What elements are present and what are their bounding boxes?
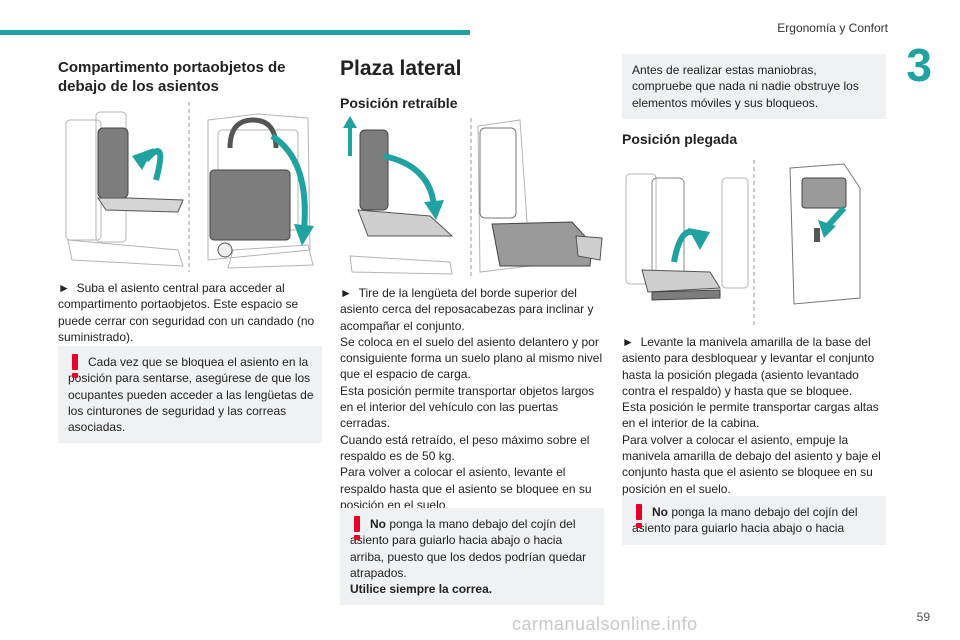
instruction-line-1: ► Levante la manivela amarilla de la bas… (622, 335, 875, 398)
warning-text: No ponga la mano debajo del cojín del as… (350, 517, 587, 580)
bullet-arrow: ► (622, 335, 634, 349)
subheading-folded: Posición plegada (622, 131, 738, 147)
section-heading-storage: Compartimento portaobjetos de debajo de … (58, 59, 286, 95)
instruction-line-4: Cuando está retraído, el peso máximo sob… (340, 432, 590, 463)
retractable-illustration (343, 116, 603, 276)
header-bar (0, 30, 470, 35)
storage-paragraph: ► Suba el asiento central para acceder a… (58, 280, 322, 345)
instruction-line-2: Se coloca en el suelo del asiento delant… (340, 334, 603, 382)
warning-exclamation-icon (72, 354, 78, 378)
warning-box-seatbelt: Cada vez que se bloquea el asiento en la… (58, 346, 322, 444)
warning-text: No ponga la mano debajo del cojín del as… (632, 505, 858, 536)
section-title-lateral: Plaza lateral (340, 57, 462, 80)
bullet-arrow: ► (58, 281, 70, 295)
page-number: 59 (916, 610, 930, 624)
subheading-retractable: Posición retraíble (340, 95, 458, 111)
warning-box-folded: No ponga la mano debajo del cojín del as… (622, 496, 886, 545)
instruction-line-2: Esta posición le permite transportar car… (622, 400, 879, 431)
storage-illustration (65, 102, 314, 272)
storage-text: Suba el asiento central para acceder al … (58, 281, 315, 344)
warning-exclamation-icon (354, 516, 360, 540)
instruction-line-5: Para volver a colocar el asiento, levant… (340, 465, 592, 512)
header-title: Ergonomía y Confort (777, 21, 888, 35)
instruction-line-3: Para volver a colocar el asiento, empuje… (622, 432, 881, 496)
warning-exclamation-icon (636, 504, 642, 528)
folded-illustration (625, 160, 861, 328)
bullet-arrow: ► (340, 286, 352, 300)
watermark: carmanualsonline.info (512, 614, 698, 634)
warning-strong-text: Utilice siempre la correa. (350, 582, 493, 597)
warning-text: Cada vez que se bloquea el asiento en la… (68, 355, 314, 435)
instruction-line-3: Esta posición permite transportar objeto… (340, 383, 595, 431)
folded-instructions: ► Levante la manivela amarilla de la bas… (622, 334, 886, 497)
chapter-number: 3 (906, 39, 932, 91)
warning-box-fingers: No ponga la mano debajo del cojín del as… (340, 508, 604, 606)
note-box-obstruction: Antes de realizar estas maniobras, compr… (622, 54, 886, 119)
instruction-line-1: ► Tire de la lengüeta del borde superior… (340, 286, 594, 333)
retractable-instructions: ► Tire de la lengüeta del borde superior… (340, 285, 604, 513)
